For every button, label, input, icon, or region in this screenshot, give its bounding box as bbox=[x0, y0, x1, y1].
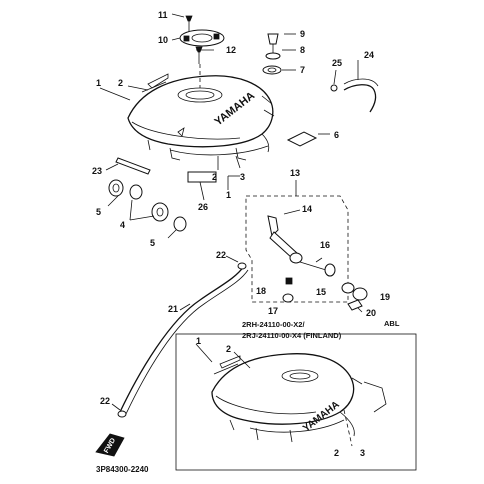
tank-brand-upper: YAMAHA bbox=[212, 90, 257, 129]
callout-2d: 2 bbox=[334, 448, 339, 458]
inset-abl-label: ABL bbox=[384, 319, 400, 328]
callout-21: 21 bbox=[168, 304, 178, 314]
grommets-bolts bbox=[107, 179, 187, 239]
callout-7: 7 bbox=[300, 65, 305, 75]
callout-8: 8 bbox=[300, 45, 305, 55]
callout-5a: 5 bbox=[96, 207, 101, 217]
callout-23: 23 bbox=[92, 166, 102, 176]
callout-15: 15 bbox=[316, 287, 326, 297]
callout-1a: 1 bbox=[96, 78, 101, 88]
callout-25: 25 bbox=[332, 58, 342, 68]
callout-12: 12 bbox=[226, 45, 236, 55]
callout-11: 11 bbox=[158, 10, 168, 20]
leader-lines bbox=[99, 13, 241, 190]
callout-3b: 3 bbox=[360, 448, 365, 458]
callout-18: 18 bbox=[256, 286, 266, 296]
callout-6: 6 bbox=[334, 130, 339, 140]
callout-10: 10 bbox=[158, 35, 168, 45]
callout-4: 4 bbox=[120, 220, 125, 230]
callout-20: 20 bbox=[366, 308, 376, 318]
damper-26 bbox=[187, 171, 217, 201]
drawing-code: 3P84300-2240 bbox=[96, 465, 149, 474]
callout-19: 19 bbox=[380, 292, 390, 302]
callout-2a: 2 bbox=[118, 78, 123, 88]
callout-17: 17 bbox=[268, 306, 278, 316]
inset-part-line2: 2RJ-24110-00-X4 (FINLAND) bbox=[242, 331, 342, 340]
callout-9: 9 bbox=[300, 29, 305, 39]
callout-24: 24 bbox=[364, 50, 374, 60]
callout-26: 26 bbox=[198, 202, 208, 212]
fuel-cap-assembly bbox=[179, 15, 225, 88]
callout-1b: 1 bbox=[226, 190, 231, 200]
callout-2b: 2 bbox=[212, 172, 217, 182]
callout-3a: 3 bbox=[240, 172, 245, 182]
fuel-hose bbox=[111, 255, 249, 418]
callout-13: 13 bbox=[290, 168, 300, 178]
fuel-tank-upper: YAMAHA bbox=[127, 73, 275, 161]
callout-16: 16 bbox=[320, 240, 330, 250]
strip-23 bbox=[115, 157, 151, 175]
callout-22a: 22 bbox=[216, 250, 226, 260]
tank-brand-lower: YAMAHA bbox=[301, 399, 342, 434]
callout-14: 14 bbox=[302, 204, 312, 214]
inset-box: YAMAHA bbox=[175, 333, 417, 471]
callout-2c: 2 bbox=[226, 344, 231, 354]
breather-hose bbox=[330, 60, 379, 113]
fuel-cock-box bbox=[245, 180, 368, 313]
fwd-arrow-icon: FWD bbox=[95, 433, 125, 457]
vent-parts bbox=[262, 33, 296, 75]
callout-1c: 1 bbox=[196, 336, 201, 346]
damper-6 bbox=[286, 131, 330, 147]
callout-5b: 5 bbox=[150, 238, 155, 248]
inset-part-line1: 2RH-24110-00-X2/ bbox=[242, 320, 305, 329]
callout-22b: 22 bbox=[100, 396, 110, 406]
